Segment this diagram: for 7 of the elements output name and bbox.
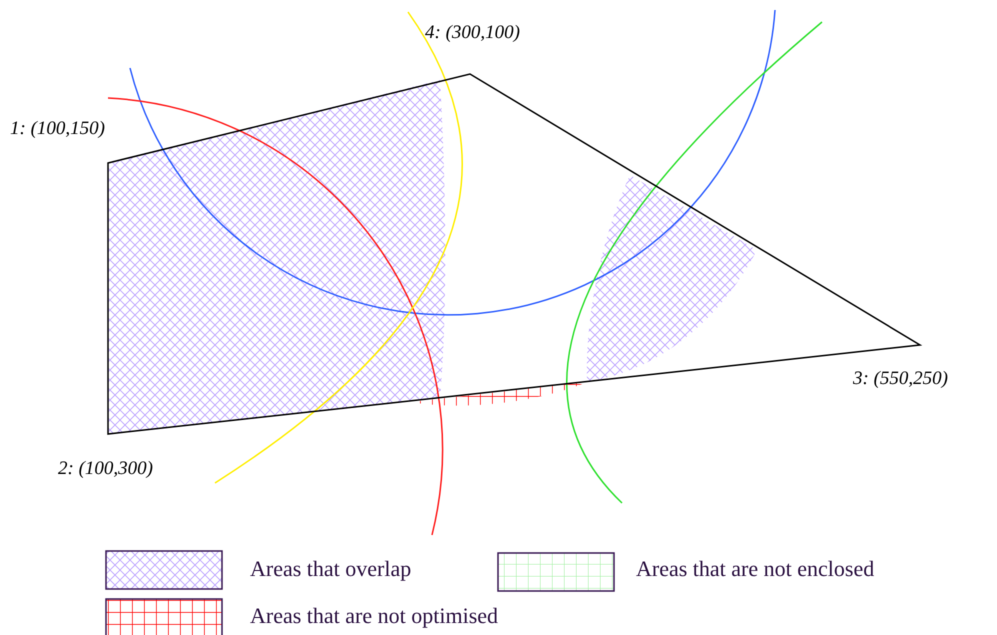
vertex-label: 3: (550,250): [853, 368, 948, 390]
vertex-label: 1: (100,150): [10, 118, 105, 140]
legend-label: Areas that are not enclosed: [636, 556, 874, 582]
vertex-label: 4: (300,100): [425, 22, 520, 44]
legend-label: Areas that are not optimised: [250, 603, 498, 629]
vertex-label: 2: (100,300): [58, 458, 153, 480]
legend-label: Areas that overlap: [250, 556, 412, 582]
